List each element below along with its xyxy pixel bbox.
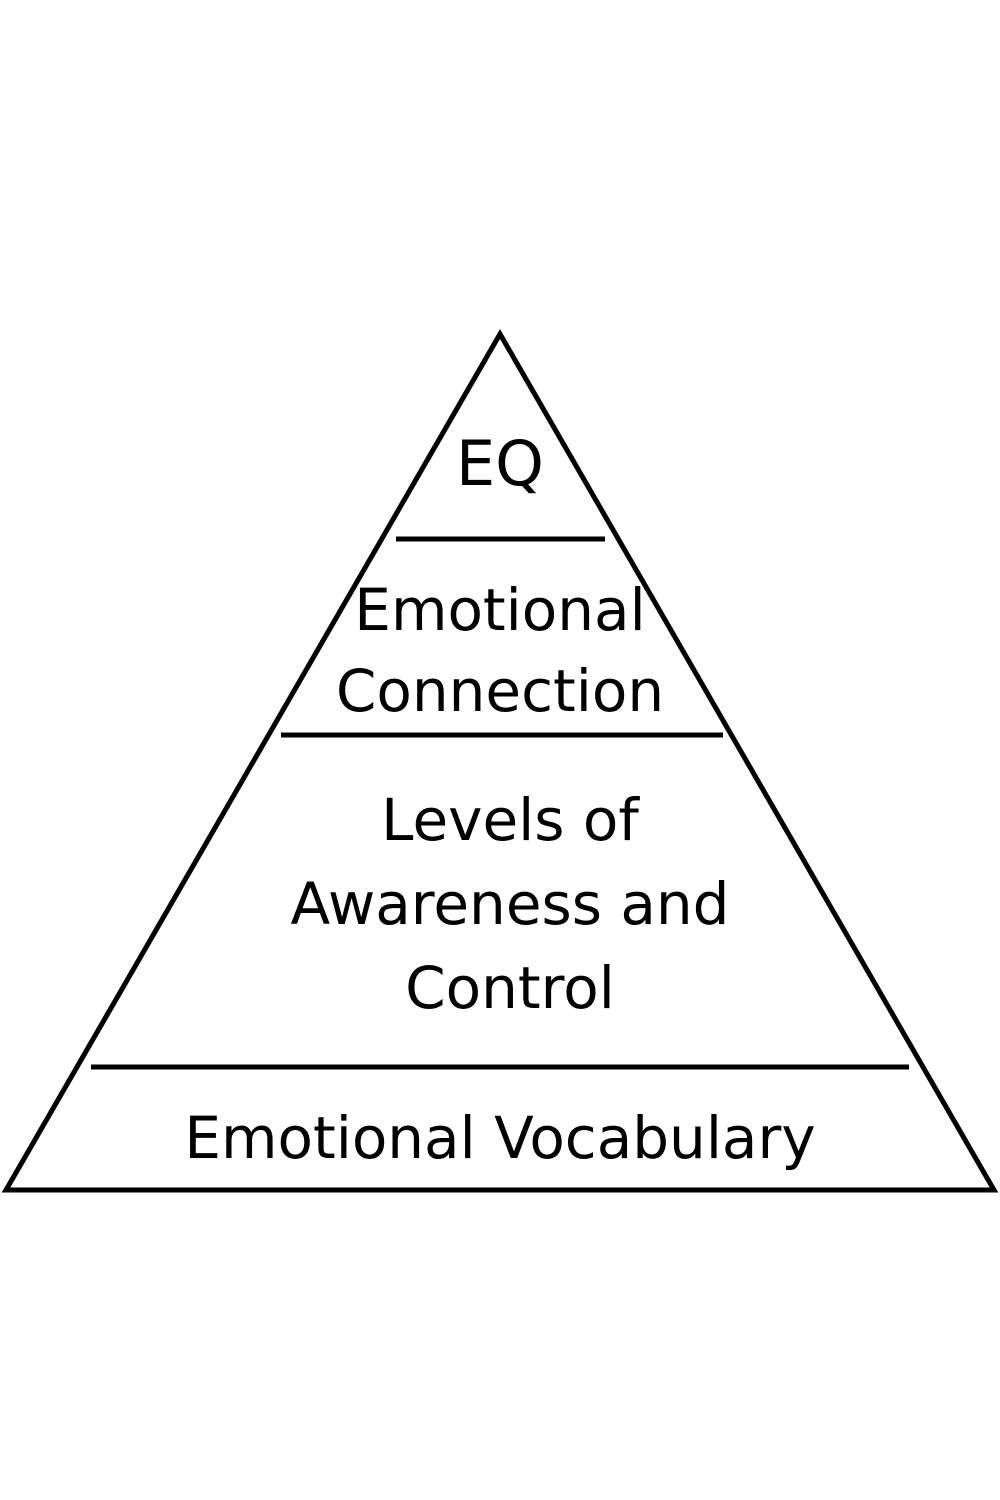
tier-label-awareness-line-3: Control <box>405 954 615 1022</box>
tier-label-awareness-line-2: Awareness and <box>291 870 730 938</box>
tier-label-eq: EQ <box>456 427 544 500</box>
pyramid-outline <box>1 328 999 1193</box>
tier-label-emotional-connection-line-2: Connection <box>336 657 664 725</box>
tier-label-awareness-line-1: Levels of <box>381 786 640 854</box>
tier-label-emotional-connection-line-1: Emotional <box>354 576 645 644</box>
tier-label-emotional-vocabulary: Emotional Vocabulary <box>184 1104 815 1172</box>
